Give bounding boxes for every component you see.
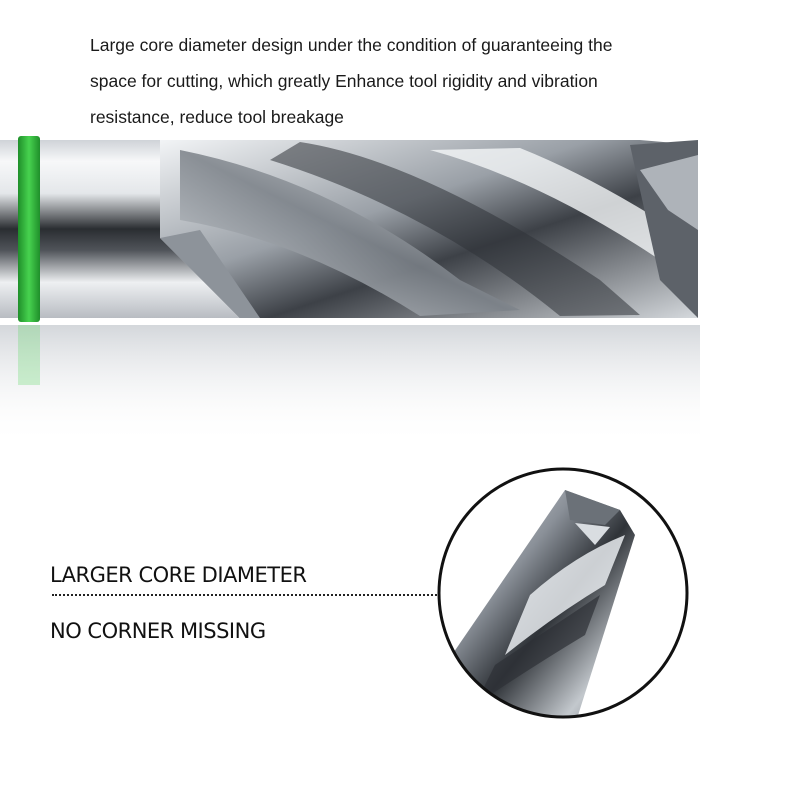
callout-larger-core: LARGER CORE DIAMETER — [50, 563, 307, 587]
description-line-3: resistance, reduce tool breakage — [90, 107, 344, 127]
description-text: Large core diameter design under the con… — [90, 27, 730, 135]
callout-no-corner: NO CORNER MISSING — [50, 619, 266, 643]
description-line-1: Large core diameter design under the con… — [90, 35, 613, 55]
description-line-2: space for cutting, which greatly Enhance… — [90, 71, 598, 91]
end-mill-product-image — [0, 136, 700, 445]
callout-labels: LARGER CORE DIAMETER NO CORNER MISSING — [50, 560, 307, 646]
green-ring — [18, 136, 40, 322]
callout-leader-line — [52, 594, 437, 596]
zoom-detail-circle — [437, 467, 689, 719]
